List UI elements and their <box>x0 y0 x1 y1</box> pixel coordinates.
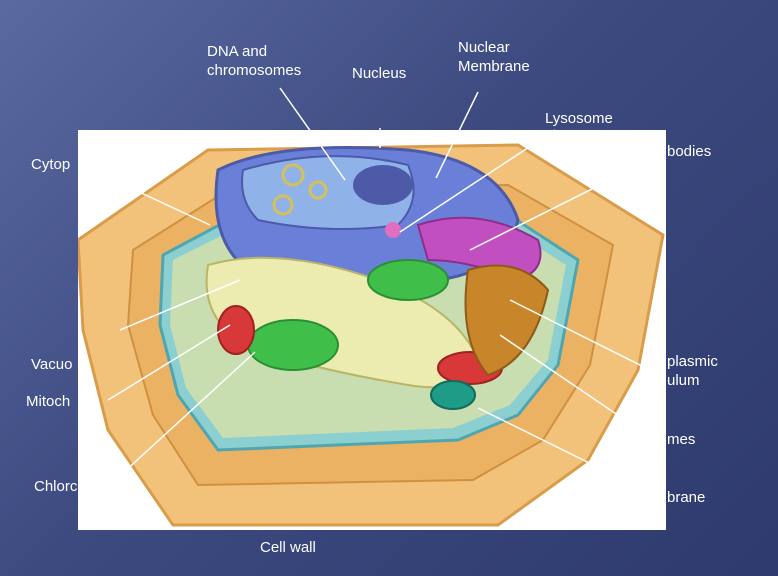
line-cytoplasm <box>91 169 211 226</box>
label-ribosomes: mes <box>667 431 696 448</box>
line-dna <box>279 87 346 181</box>
cell-diagram-frame <box>76 130 666 530</box>
line-mitochondria <box>107 324 231 401</box>
golgi-apparatus <box>416 216 542 282</box>
line-ribosomes <box>499 334 651 438</box>
label-cell-membrane: brane <box>667 489 706 506</box>
label-nucleus: Nucleus <box>352 65 407 82</box>
label-cell-wall: Cell wall <box>260 539 316 556</box>
line-nuclear-membrane <box>435 91 479 179</box>
plant-cell-illustration <box>76 143 665 527</box>
line-er <box>509 299 651 371</box>
label-golgi-bodies: bodies <box>667 143 712 160</box>
nucleolus <box>353 165 413 205</box>
ribosome-cluster <box>430 380 476 410</box>
label-lysosome: Lysosome <box>545 110 613 127</box>
label-mitochondria: Mitoch <box>26 393 71 410</box>
label-endoplasmic-reticulum: plasmic ulum <box>667 353 718 389</box>
line-chloroplast <box>109 351 256 486</box>
line-vacuole <box>119 279 241 331</box>
label-nuclear-membrane: Nuclear Membrane <box>458 39 530 75</box>
chloroplast-2 <box>367 259 449 301</box>
line-lysosome <box>399 129 556 233</box>
label-cytoplasm: Cytop <box>31 156 71 173</box>
line-golgi <box>469 154 661 251</box>
chromosome-1 <box>281 163 305 187</box>
chromosome-2 <box>272 194 294 216</box>
mitochondrion-1 <box>217 305 255 355</box>
label-chloroplast: Chlorc <box>34 478 78 495</box>
label-dna-chromosomes: DNA and chromosomes <box>207 43 302 79</box>
line-cell-membrane <box>477 407 651 494</box>
label-vacuole: Vacuo <box>31 356 73 373</box>
chromosome-3 <box>308 180 328 200</box>
lysosome <box>385 222 401 238</box>
